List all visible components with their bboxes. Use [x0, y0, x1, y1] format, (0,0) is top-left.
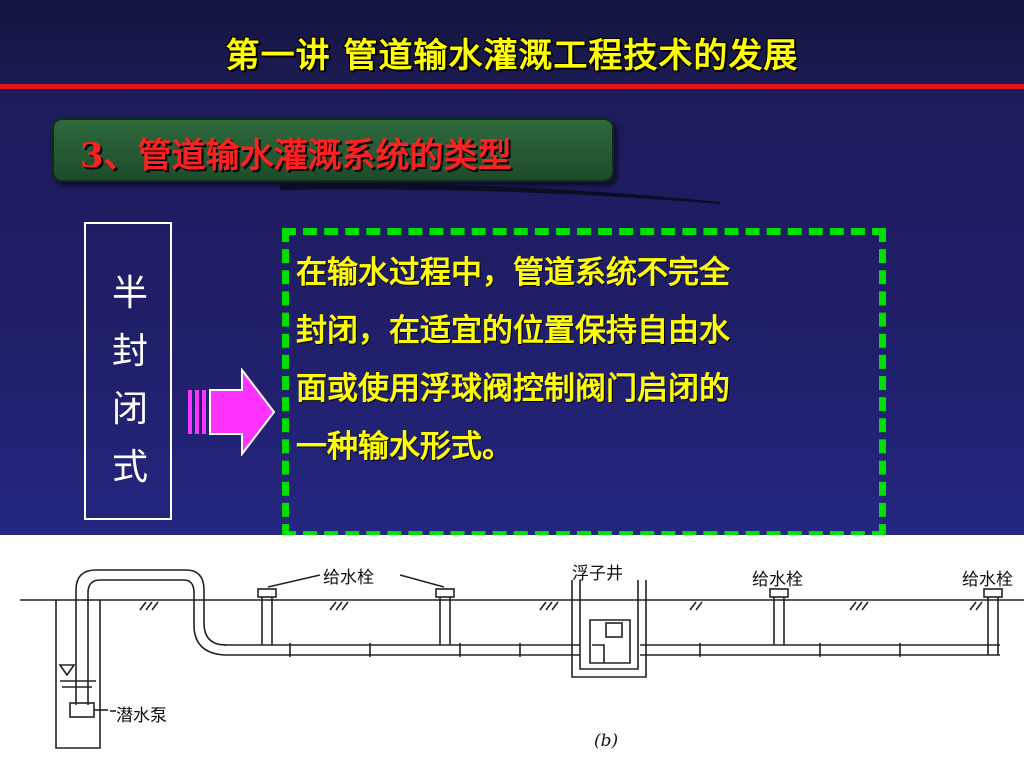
type-label-char: 闭: [111, 389, 148, 430]
section-heading: 3、管道输水灌溉系统的类型: [80, 136, 512, 176]
description-line: 一种输水形式。: [296, 429, 513, 465]
type-label-char: 封: [111, 331, 148, 372]
type-label-char: 半: [111, 273, 148, 314]
description-line: 在输水过程中，管道系统不完全: [296, 255, 730, 291]
pump-label: 潜水泵: [116, 706, 167, 726]
title-bar: [0, 0, 1024, 84]
description-box: [282, 228, 886, 538]
hydrant-label: 给水栓: [962, 570, 1013, 590]
description-text: 在输水过程中，管道系统不完全 封闭，在适宜的位置保持自由水 面或使用浮球阀控制阀…: [296, 244, 866, 476]
hydrant-label: 给水栓: [752, 570, 803, 590]
system-type-box: 半 封 闭 式: [84, 222, 172, 520]
right-arrow-icon: [188, 368, 276, 456]
description-line: 面或使用浮球阀控制阀门启闭的: [296, 371, 730, 407]
figure-caption: (b): [594, 731, 619, 751]
title-divider: [0, 84, 1024, 89]
section-heading-pill: [52, 118, 614, 182]
section-pill-tail: [280, 183, 720, 204]
type-label-char: 式: [111, 447, 148, 488]
hydrant-label: 给水栓: [323, 568, 374, 588]
pipeline-drawing: [20, 569, 1024, 749]
description-line: 封闭，在适宜的位置保持自由水: [296, 313, 730, 349]
float-well-label: 浮子井: [572, 564, 623, 584]
slide-title: 第一讲 管道输水灌溉工程技术的发展: [225, 36, 799, 76]
pipeline-diagram: 给水栓 浮子井 给水栓 给水栓 潜水泵 (b): [0, 535, 1024, 768]
